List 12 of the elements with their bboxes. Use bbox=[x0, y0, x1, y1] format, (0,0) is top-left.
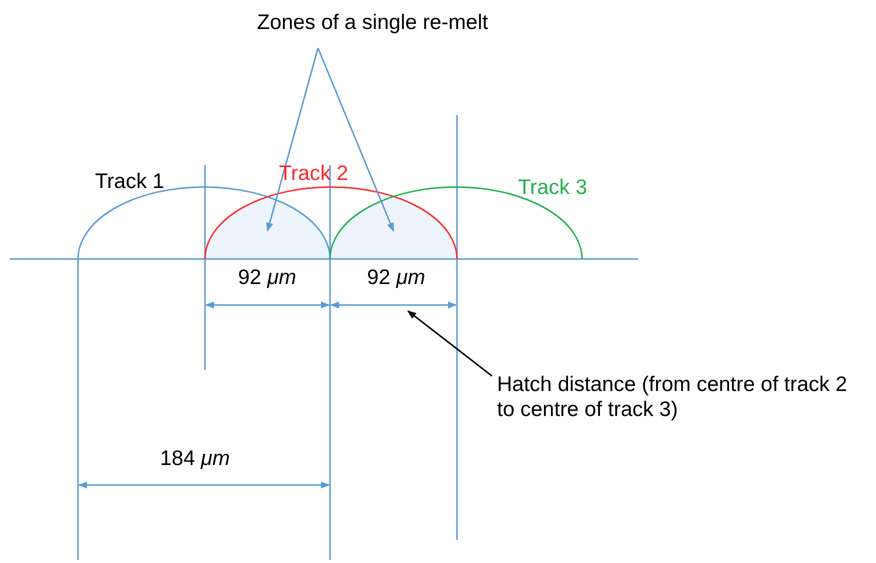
track-label: Track 3 bbox=[518, 175, 588, 200]
remelt-zone bbox=[330, 196, 457, 259]
leader-line bbox=[266, 48, 319, 232]
leader-line bbox=[407, 310, 492, 377]
callout-text: Hatch distance (from centre of track 2 to centre of track 3) bbox=[497, 372, 865, 422]
leader-line bbox=[317, 48, 394, 232]
remelt-zone bbox=[205, 196, 330, 259]
track-label: Track 1 bbox=[95, 169, 164, 194]
dimension-label: 184 μm bbox=[160, 446, 230, 471]
callout-text: Zones of a single re-melt bbox=[257, 10, 492, 35]
dimension-label: 92 μm bbox=[367, 265, 426, 290]
dimension-label: 92 μm bbox=[238, 265, 296, 290]
